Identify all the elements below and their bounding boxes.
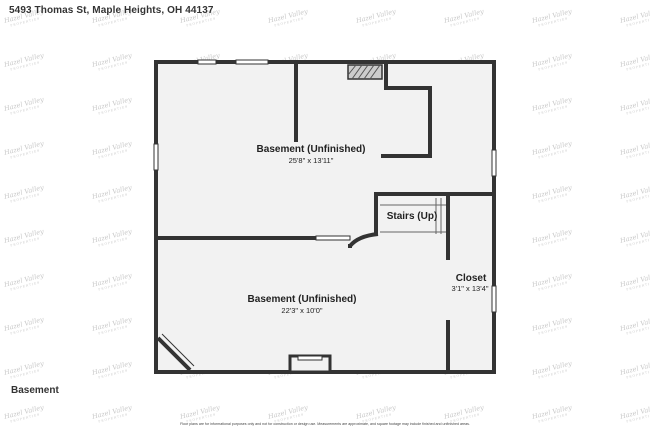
disclaimer: Floor plans are for informational purpos… — [180, 422, 470, 426]
room-name-stairs: Stairs (Up) — [387, 211, 438, 222]
fireplace-hatch — [347, 64, 383, 80]
room-name-closet: Closet — [456, 273, 487, 284]
room-name-basement-lower: Basement (Unfinished) — [248, 294, 357, 305]
room-name-basement-upper: Basement (Unfinished) — [257, 144, 366, 155]
floor-area — [156, 62, 494, 372]
diagonal-wall — [156, 333, 195, 372]
room-dims-basement-lower: 22'3" x 10'0" — [281, 306, 322, 315]
walls — [154, 60, 496, 374]
property-address: 5493 Thomas St, Maple Heights, OH 44137 — [9, 5, 214, 16]
level-label: Basement — [11, 385, 59, 396]
windows — [153, 59, 497, 374]
curved-wall — [348, 232, 379, 248]
room-dims-basement-upper: 25'8" x 13'11" — [289, 156, 334, 165]
stairs-steps — [380, 198, 446, 234]
room-dims-closet: 3'1" x 13'4" — [452, 284, 489, 293]
